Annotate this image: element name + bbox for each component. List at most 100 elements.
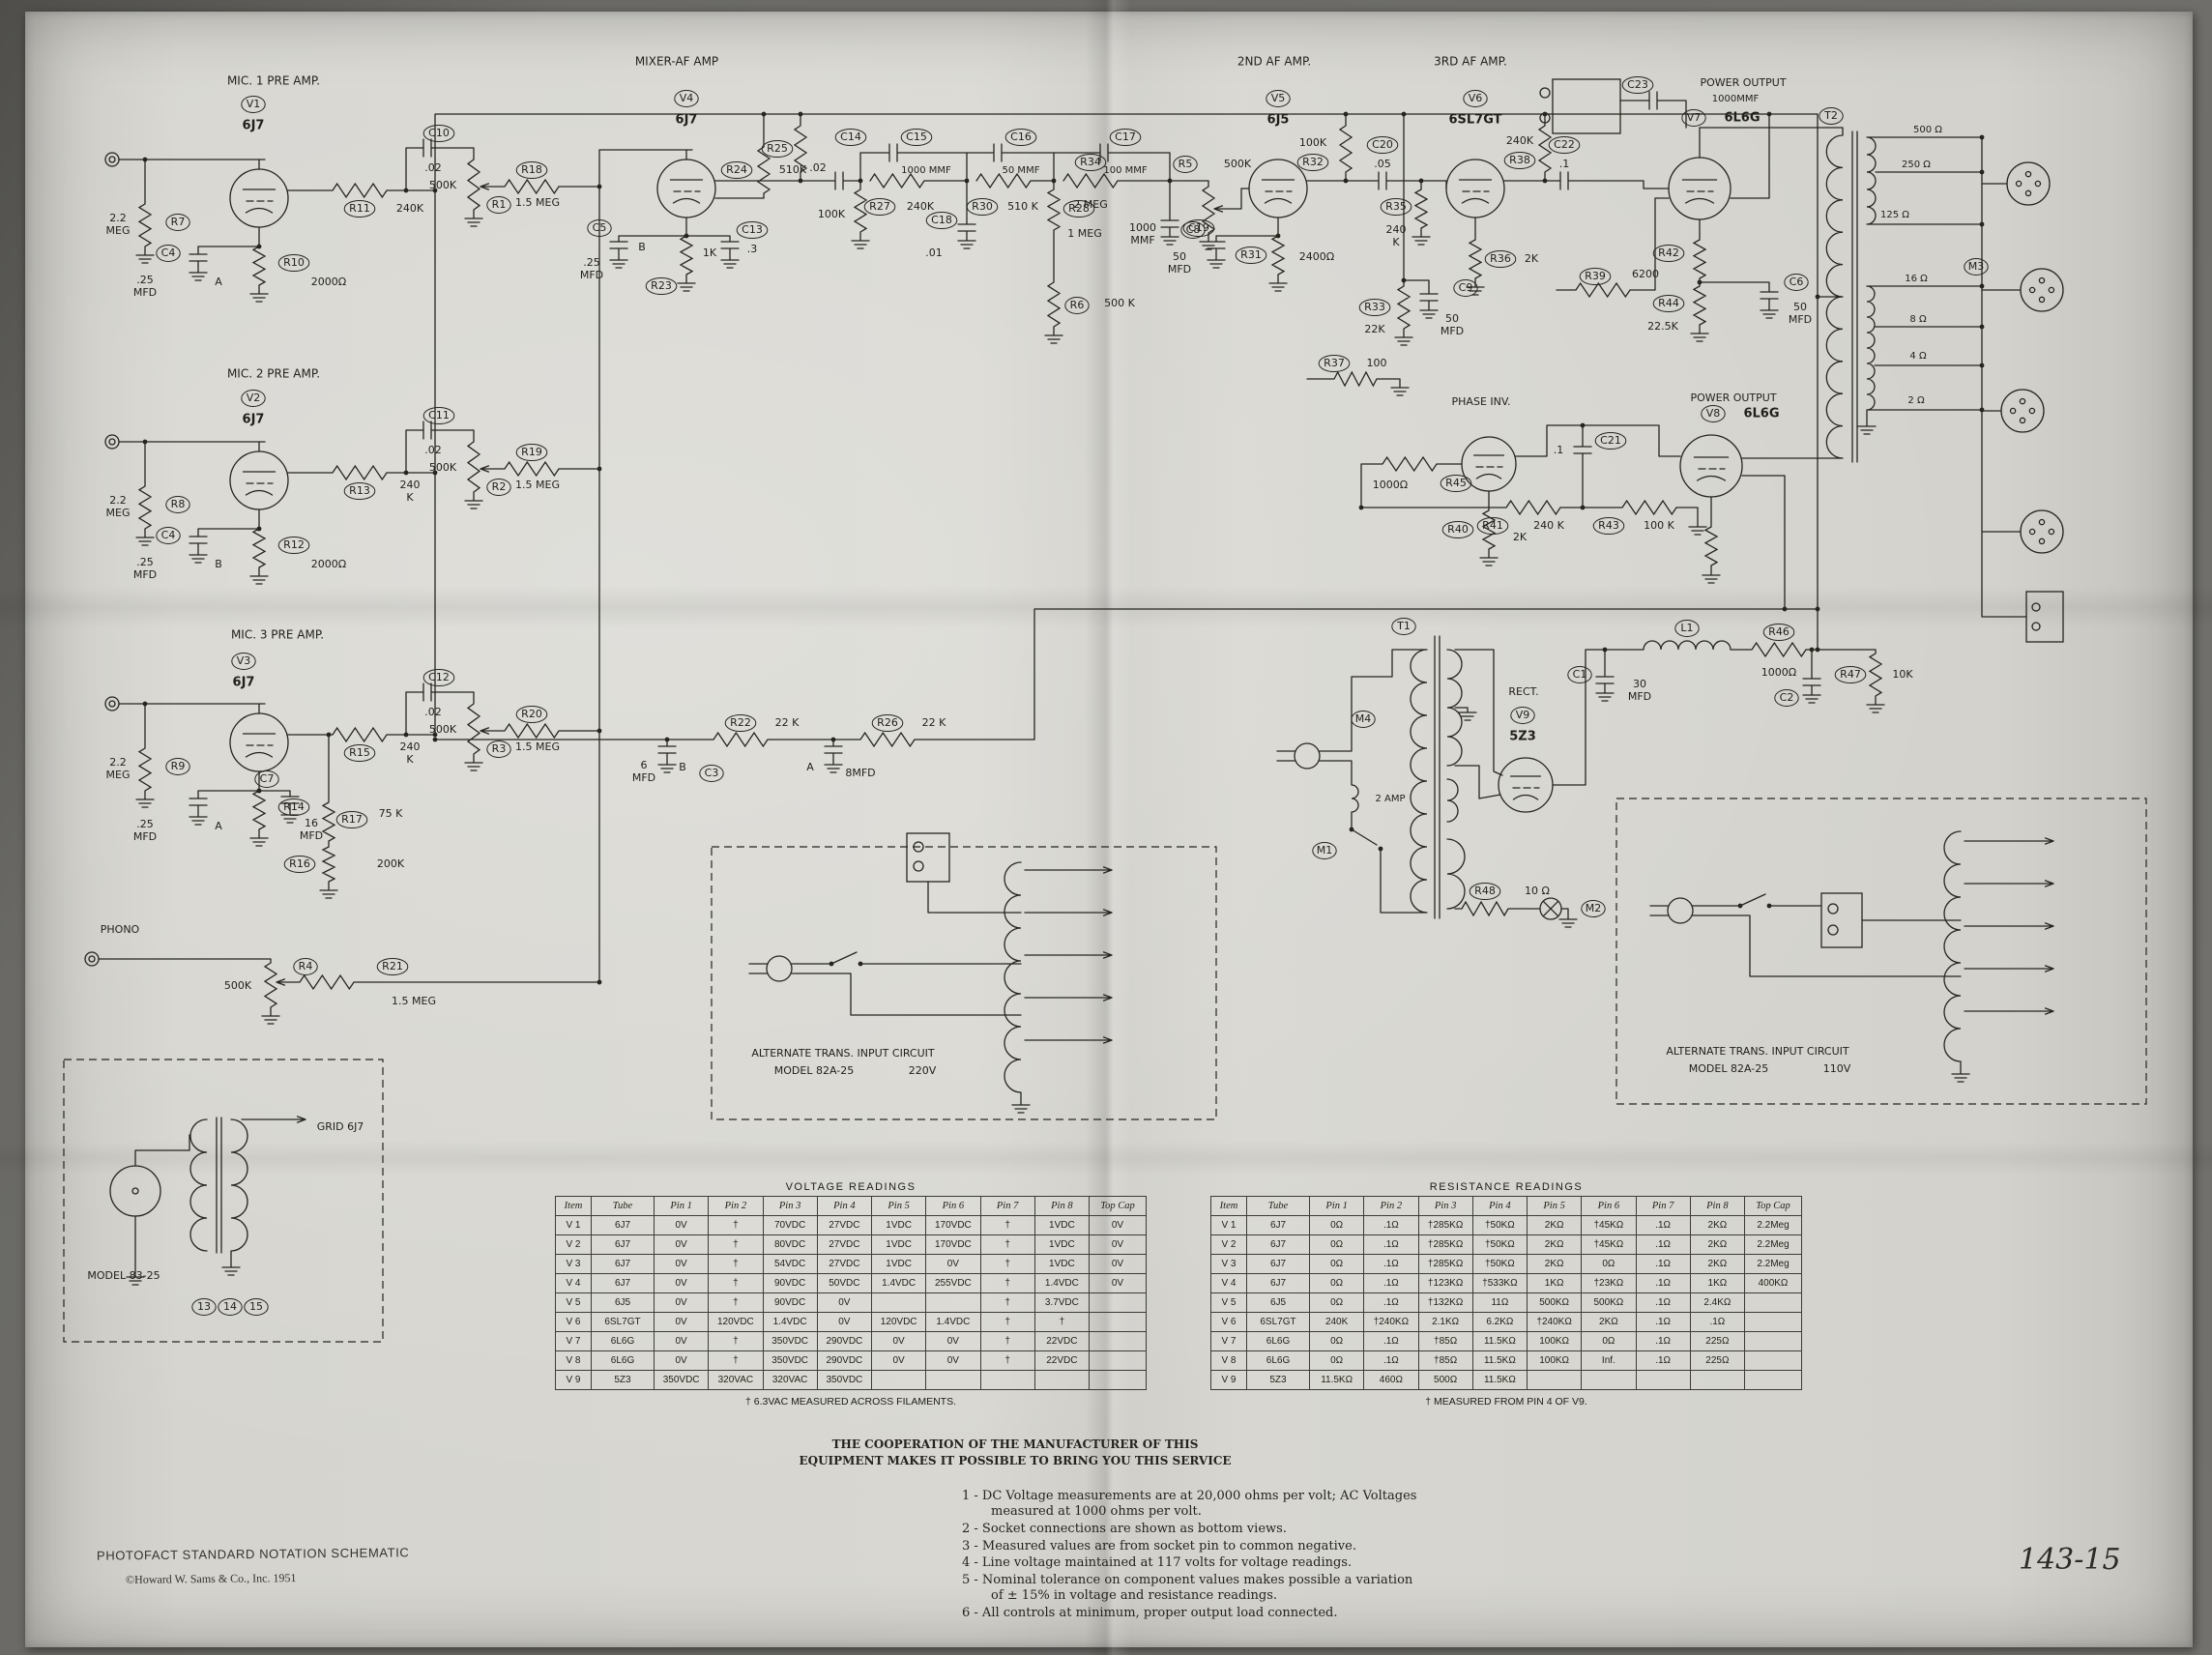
schematic-label: R38 (1509, 154, 1530, 166)
table-cell: 500Ω (1417, 1370, 1473, 1390)
component-callout (422, 407, 455, 424)
schematic-label: 240 (400, 479, 421, 491)
table-header-cell: Tube (591, 1196, 655, 1216)
table-cell: † (979, 1254, 1035, 1274)
table-cell: Inf. (1581, 1350, 1637, 1371)
table-cell: † (708, 1331, 764, 1351)
table-cell: 120VDC (708, 1312, 764, 1332)
schematic-label: C6 (1790, 276, 1804, 288)
component-callout (674, 90, 699, 107)
component-callout (1774, 689, 1799, 707)
schematic-label: MODEL 82A-25 (1689, 1062, 1768, 1075)
schematic-label: .25 (136, 556, 154, 568)
table-cell: V 6 (555, 1312, 592, 1332)
table-cell: 2.2Meg (1744, 1254, 1802, 1274)
table-cell: 2KΩ (1526, 1254, 1583, 1274)
schematic-label: 100 (1367, 357, 1387, 369)
schematic-label: 100 K (1644, 519, 1674, 532)
schematic-label: R47 (1840, 668, 1861, 681)
table-cell: 500KΩ (1526, 1292, 1583, 1313)
schematic-label: 2K (1525, 252, 1539, 265)
table-cell (1689, 1370, 1746, 1390)
schematic-label: 240K (907, 200, 935, 213)
schematic-label: MODEL 82A-25 (774, 1064, 854, 1077)
schematic-label: MMF (1130, 234, 1154, 247)
schematic-label: T2 (1823, 109, 1838, 122)
table-cell: 2KΩ (1689, 1234, 1746, 1255)
table-cell: 0Ω (1581, 1254, 1637, 1274)
schematic-label: R40 (1447, 523, 1469, 536)
schematic-label: 1.5 MEG (515, 479, 560, 491)
table-cell: 2KΩ (1526, 1215, 1583, 1235)
schematic-label: .1 (1554, 444, 1564, 456)
component-callout (293, 958, 318, 975)
table-cell: V 9 (555, 1370, 592, 1390)
schematic-label: 500 K (1104, 297, 1135, 309)
table-cell: V 7 (1210, 1331, 1247, 1351)
table-cell: 6J7 (1246, 1273, 1310, 1293)
voltage-table-title: VOLTAGE READINGS (785, 1181, 917, 1193)
table-cell (1526, 1370, 1583, 1390)
service-note: 2 - Socket connections are shown as bott… (962, 1521, 1287, 1536)
table-cell (1089, 1370, 1147, 1390)
schematic-label: C11 (428, 409, 450, 421)
component-callout (515, 706, 548, 723)
table-cell: 22VDC (1033, 1331, 1091, 1351)
schematic-label: L1 (1680, 622, 1693, 634)
schematic-label: C19 (1188, 221, 1209, 234)
table-cell: †45KΩ (1581, 1234, 1637, 1255)
schematic-label: 2400Ω (1299, 250, 1334, 263)
table-cell: 1.4VDC (1033, 1273, 1091, 1293)
schematic-label: C20 (1372, 138, 1393, 151)
schematic-label: 50 MMF (1003, 165, 1040, 176)
schematic-label: K (406, 491, 414, 504)
table-cell: 0Ω (1308, 1254, 1365, 1274)
component-callout (1266, 90, 1291, 107)
schematic-label: R23 (651, 279, 672, 292)
schematic-label: 1000Ω (1761, 666, 1796, 679)
table-header-cell: Pin 1 (1308, 1196, 1365, 1216)
table-cell: 0V (925, 1254, 981, 1274)
table-cell: 6L6G (591, 1350, 655, 1371)
table-header-cell: Top Cap (1089, 1196, 1147, 1216)
table-cell: † (979, 1350, 1035, 1371)
table-cell: 0V (653, 1312, 710, 1332)
component-callout (343, 200, 376, 218)
table-cell: 2.4KΩ (1689, 1292, 1746, 1313)
schematic-label: MFD (300, 829, 323, 842)
table-cell (1744, 1312, 1802, 1332)
table-cell: 0V (1089, 1273, 1147, 1293)
table-cell: 120VDC (870, 1312, 927, 1332)
schematic-label: R5 (1179, 158, 1193, 170)
schematic-label: C12 (428, 671, 450, 683)
schematic-label: M4 (1355, 712, 1372, 725)
schematic-label: ALTERNATE TRANS. INPUT CIRCUIT (1666, 1045, 1849, 1058)
table-cell: 255VDC (925, 1273, 981, 1293)
service-note: 4 - Line voltage maintained at 117 volts… (962, 1555, 1353, 1571)
schematic-label: 13 (197, 1300, 211, 1313)
table-cell (925, 1370, 981, 1390)
table-cell: †533KΩ (1471, 1273, 1528, 1293)
schematic-label: 500 Ω (1913, 125, 1942, 135)
schematic-label: 22.5K (1647, 320, 1678, 333)
schematic-label: V9 (1516, 709, 1530, 721)
schematic-label: R14 (283, 800, 305, 813)
schematic-label: 4 Ω (1909, 351, 1927, 362)
schematic-label: C21 (1600, 434, 1621, 447)
table-cell: †50KΩ (1471, 1215, 1528, 1235)
schematic-label: R44 (1658, 297, 1679, 309)
schematic-label: R35 (1385, 200, 1407, 213)
table-cell: †240KΩ (1363, 1312, 1419, 1332)
table-cell: 0V (925, 1350, 981, 1371)
table-cell: 350VDC (816, 1370, 873, 1390)
table-cell: 100KΩ (1526, 1331, 1583, 1351)
schematic-label: 500K (429, 461, 457, 474)
schematic-label: 1K (703, 247, 717, 259)
table-header-cell: Pin 4 (1471, 1196, 1528, 1216)
component-callout (1579, 268, 1612, 285)
schematic-label: 240 K (1533, 519, 1564, 532)
